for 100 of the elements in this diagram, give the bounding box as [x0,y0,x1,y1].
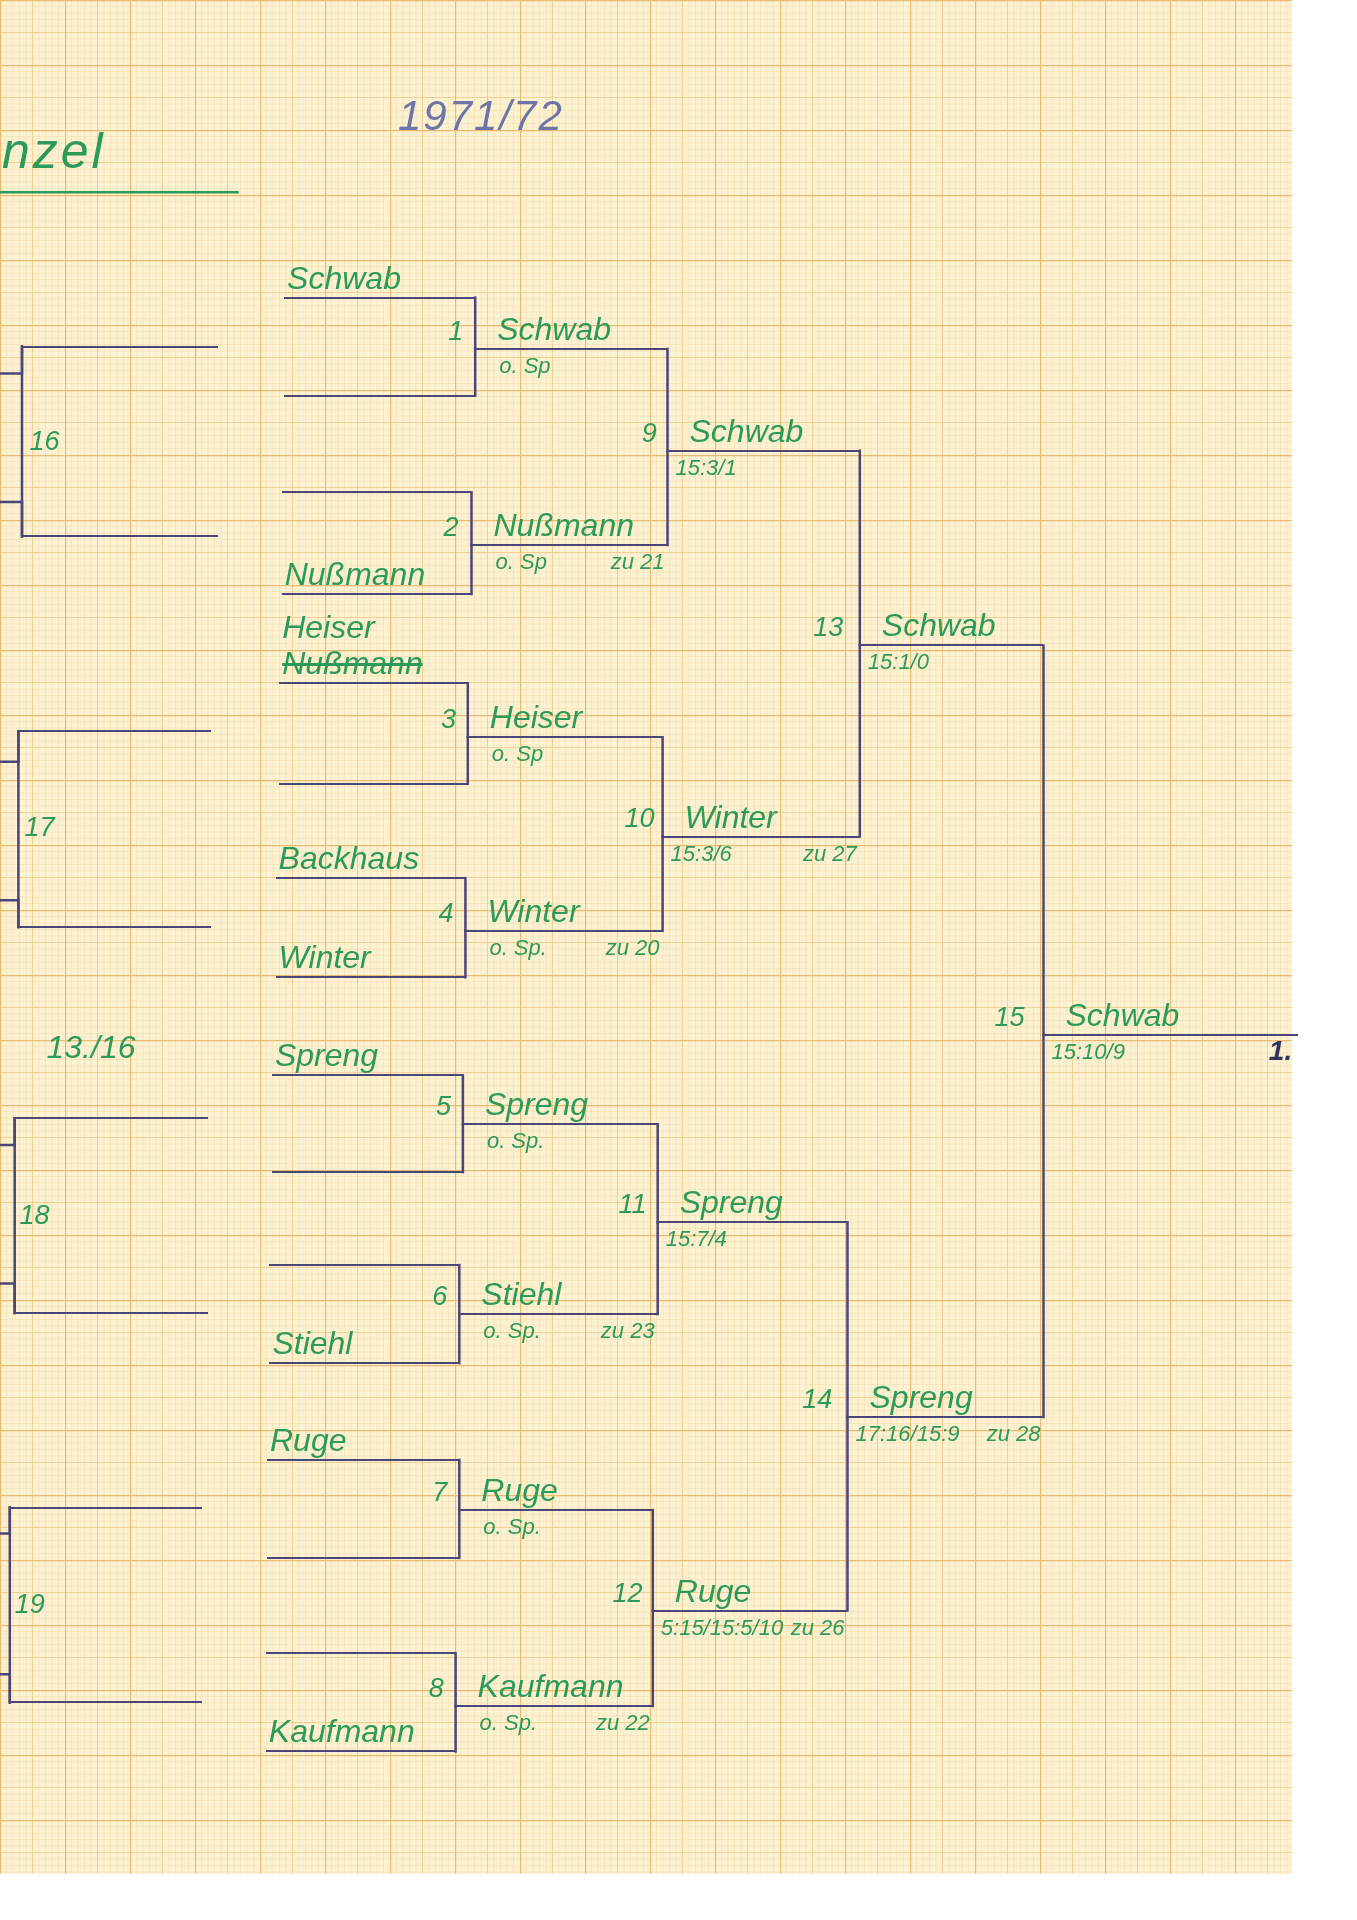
rank-label: 1. [1268,1036,1293,1065]
placement-note: 13./16 [46,1028,136,1065]
bracket-slot [18,924,211,931]
bracket-slot [22,533,218,540]
bracket-line [473,347,477,397]
match-number: 15 [994,1001,1025,1032]
player-name: Spreng [869,1379,973,1415]
bracket-line [454,1704,457,1753]
match-score: 15:7/4 [665,1225,727,1254]
bracket-line [656,1123,659,1224]
player-name: Schwab [497,311,612,347]
bracket-slot [284,392,476,399]
bracket-slot [279,780,468,787]
player-name: Ruge [481,1472,558,1509]
match-number: 17 [24,812,55,842]
match-score: 15:10/9 [1051,1037,1125,1066]
bracket-line [458,1312,461,1365]
match-score: o. Sp. [479,1709,538,1737]
match-number: 7 [432,1477,448,1507]
bracket-line [846,1415,849,1612]
match-score: 17:16/15:9 [855,1420,960,1448]
player-name: Backhaus [278,840,420,877]
bracket-line [454,1652,457,1708]
crossed-out-name: Nußmann [282,645,423,682]
player-name: Winter [487,892,580,929]
bracket-slot [9,1504,203,1511]
player-name: Ruge [674,1572,752,1609]
bracket-line [461,1074,465,1126]
bracket-line [473,296,477,351]
player-name: Schwab [689,412,804,449]
match-score: o. Sp. [486,1127,545,1156]
match-number: 1 [448,316,464,346]
bracket-line [846,1221,849,1419]
transfer-note: zu 27 [802,839,857,868]
match-score: 15:3/1 [675,453,737,482]
match-number: 12 [612,1577,643,1608]
match-number: 9 [641,417,657,448]
bracket-line [458,1263,461,1316]
match-score: 15:1/0 [867,648,929,677]
player-name: Schwab [1065,996,1180,1033]
match-score: o. Sp. [483,1513,541,1542]
bracket-line [661,835,664,933]
bracket-line [461,1123,465,1174]
bracket-line [466,736,470,786]
transfer-note: zu 20 [605,933,660,962]
match-number: 4 [438,897,454,928]
bracket-slot [271,1169,463,1176]
bracket-line [466,682,470,739]
title-text: nzel [2,122,106,179]
player-name: Spreng [679,1184,783,1221]
bracket-slot [14,1115,209,1122]
player-name: Schwab [287,259,401,296]
bracket-line [470,491,473,547]
bracket-line [464,876,467,933]
bracket-line [17,729,20,929]
bracket-slot [265,1650,456,1657]
player-name: Heiser [489,699,583,736]
bracket-slot [14,1309,209,1316]
bracket-line [13,1116,16,1315]
match-score: 15:3/6 [670,839,732,868]
match-score: 5:15/15:5/10 [660,1613,784,1642]
bracket-line [858,449,862,647]
bracket-line [656,1221,659,1316]
match-number: 19 [14,1588,45,1619]
bracket-slot [18,728,211,735]
bracket-line [1042,1033,1045,1419]
bracket-line [666,449,669,547]
transfer-note: zu 26 [790,1613,845,1642]
match-number: 5 [436,1091,452,1122]
match-number: 2 [443,511,459,542]
player-name: Kaufmann [477,1668,624,1704]
bracket-slot [22,343,218,350]
match-number: 8 [428,1673,444,1703]
player-name: Schwab [881,607,996,644]
match-number: 13 [813,612,844,643]
transfer-note: zu 23 [600,1317,655,1346]
player-name: Stiehl [481,1276,562,1313]
bracket-line [858,644,862,838]
match-score: o. Sp [491,740,544,769]
match-number: 11 [618,1189,647,1220]
match-score: o. Sp. [489,933,547,962]
match-score: o. Sp. [483,1317,541,1346]
player-name: Nußmann [284,556,426,592]
match-number: 3 [440,704,456,735]
match-score: o. Sp [495,548,547,576]
bracket-line [20,345,24,538]
bracket-line [651,1508,655,1612]
bracket-slot [269,1262,460,1269]
match-number: 10 [624,803,655,834]
player-name: Spreng [274,1037,379,1074]
bracket-line [661,736,664,838]
bracket-slot [267,1554,460,1561]
bracket-line [470,543,473,596]
bracket-slot [281,489,472,496]
bracket-line [651,1609,655,1708]
bracket-line [666,347,669,452]
player-name: Spreng [484,1086,589,1123]
bracket-slot [9,1699,203,1706]
match-number: 16 [29,426,60,457]
player-name: Winter [684,798,777,835]
